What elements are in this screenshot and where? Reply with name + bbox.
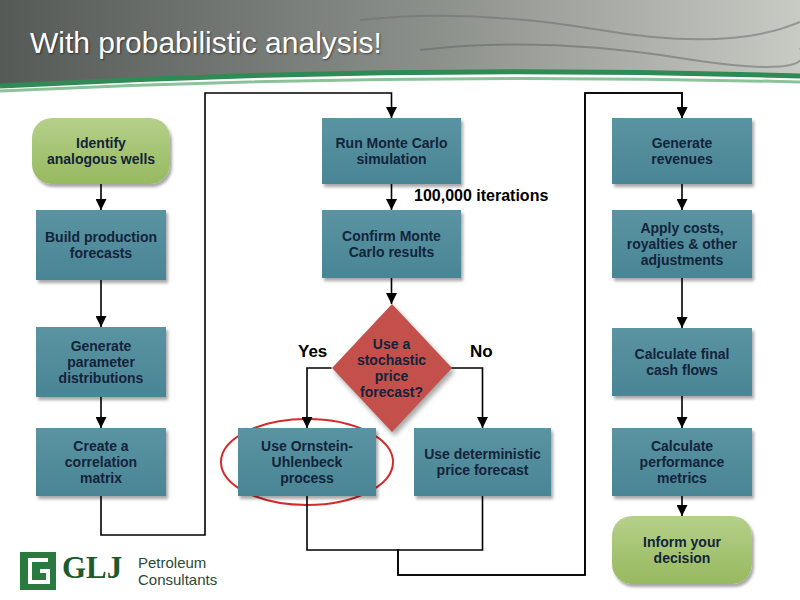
flow-arrow [681,396,683,428]
flow-arrow [307,368,332,428]
process-box: Run Monte Carlo simulation [322,118,461,184]
node-text: Create a correlation matrix [44,438,158,487]
flow-arrow [100,397,102,428]
flow-arrow [100,184,102,210]
node-text: Apply costs, royalties & other adjustmen… [620,220,744,269]
logo-text: GLJ [62,550,122,586]
process-box: Calculate final cash flows [612,328,752,396]
node-text: Generate parameter distributions [44,338,158,387]
green-swoosh [0,79,800,91]
process-box: Calculate performance metrics [612,428,752,496]
node-text: Calculate final cash flows [620,346,744,378]
process-box: Generate revenues [612,118,752,184]
process-box: Apply costs, royalties & other adjustmen… [612,210,752,278]
edge-label: No [470,342,493,362]
logo-mark [30,560,48,582]
process-box: Build production forecasts [36,210,166,280]
header-curve [0,72,800,100]
logo-mark [20,552,56,590]
node-text: Use a stochastic price forecast? [354,336,430,401]
highlight-ellipse [221,419,393,505]
process-box: Use Ornstein-Uhlenbeck process [238,428,376,496]
flow-arrow [681,278,683,328]
flow-arrow [452,368,483,428]
node-text: Run Monte Carlo simulation [330,135,453,167]
logo-text: Petroleum [138,554,206,571]
rock-texture [360,16,800,40]
flow-arrow [681,184,683,210]
terminal-box: Inform your decision [612,516,752,584]
node-text: Generate revenues [620,135,744,167]
flow-arrow [391,184,393,210]
node-text: Build production forecasts [44,229,158,261]
logo-text: Consultants [138,571,217,588]
node-text: Use deterministic price forecast [422,446,543,478]
process-box: Use deterministic price forecast [414,428,551,496]
process-box: Create a correlation matrix [36,428,166,496]
diamond-fill [332,304,452,432]
flow-arrow [100,280,102,327]
node-text: Confirm Monte Carlo results [330,228,453,260]
terminal-box: Identify analogous wells [32,118,170,184]
node-text: Calculate performance metrics [620,438,744,487]
flow-arrow [391,278,393,304]
node-text: Inform your decision [622,534,742,566]
slide-title: With probabilistic analysis! [30,26,382,60]
process-box: Confirm Monte Carlo results [322,210,461,278]
flow-arrow [681,496,683,516]
edge-label: Yes [298,342,327,362]
rock-texture [420,45,800,67]
node-text: Identify analogous wells [42,135,160,167]
process-box: Generate parameter distributions [36,327,166,397]
decision-diamond: Use a stochastic price forecast? [332,304,452,432]
node-text: Use Ornstein-Uhlenbeck process [246,438,368,487]
edge-label: 100,000 iterations [414,187,548,205]
